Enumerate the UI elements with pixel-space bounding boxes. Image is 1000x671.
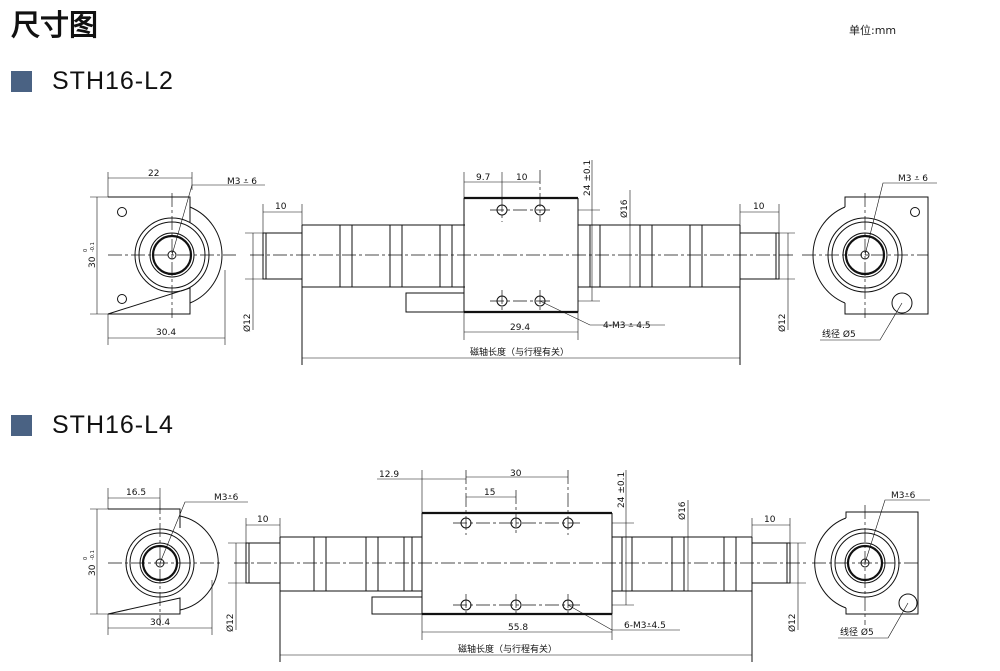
dimension-label: M3⩡6 (214, 493, 239, 503)
dimension-label: 30.4 (156, 328, 176, 338)
dimension-label: M3 ⩡ 6 (227, 177, 257, 187)
right-end-view: M3 ⩡ 6 线径 Ø5 (802, 174, 937, 341)
dimension-label: 16.5 (126, 488, 146, 498)
dimension-label: 55.8 (508, 623, 528, 633)
section-header-l4: STH16-L4 (11, 411, 174, 440)
section-header-l2: STH16-L2 (11, 67, 174, 96)
dimension-label: -0.1 (90, 242, 96, 252)
dimension-label: 15 (484, 488, 495, 498)
left-end-view: 22 30.4 M3 ⩡ 6 30 0 -0.1 (83, 169, 265, 345)
dimension-label: M3⩡6 (891, 491, 916, 501)
model-name: STH16-L2 (52, 67, 174, 95)
dimension-label: Ø12 (777, 313, 788, 332)
dimension-label: Ø12 (787, 613, 798, 632)
unit-label: 单位:mm (849, 24, 897, 37)
model-name: STH16-L4 (52, 411, 174, 439)
dimension-label: -0.1 (90, 550, 96, 560)
dimension-label: 线径 Ø5 (822, 328, 856, 340)
dimension-label: 0 (83, 249, 89, 252)
dimension-label: 10 (516, 173, 528, 183)
page-title: 尺寸图 (11, 8, 99, 42)
dimension-label: 29.4 (510, 323, 530, 333)
dimension-label: Ø16 (619, 199, 630, 218)
dimension-label: 磁轴长度（与行程有关） (470, 346, 569, 358)
dimension-label: Ø12 (225, 613, 236, 632)
dimension-label: 10 (275, 202, 287, 212)
side-view: 12.9 10 30 15 55.8 磁轴长度（与行程有关） 6-M3⩡4.5 … (225, 469, 808, 662)
dimension-label: 4-M3 ⩡ 4.5 (603, 321, 651, 331)
section-marker-icon (11, 415, 32, 436)
dimension-label: 30 (88, 256, 98, 268)
dimension-label: 24 ±0.1 (617, 472, 627, 508)
dimension-label: M3 ⩡ 6 (898, 174, 928, 184)
dimension-label: 22 (148, 169, 159, 179)
right-end-view: M3⩡6 线径 Ø5 (812, 491, 930, 639)
dimension-label: Ø16 (677, 501, 688, 520)
dimension-label: 9.7 (476, 173, 490, 183)
dimension-label: Ø12 (242, 313, 253, 332)
side-view: 10 9.7 10 29.4 磁轴长度（与行程有关） 4-M3 ⩡ 4.5 10… (242, 160, 795, 365)
drawing-sth16-l2: 22 30.4 M3 ⩡ 6 30 0 -0.1 10 9.7 10 29.4 … (83, 160, 937, 365)
dimension-label: 10 (753, 202, 765, 212)
dimension-label: 30 (88, 564, 98, 576)
dimension-label: 0 (83, 557, 89, 560)
section-marker-icon (11, 71, 32, 92)
dimension-label: 30 (510, 469, 522, 479)
dimension-label: 线径 Ø5 (840, 626, 874, 638)
dimension-label: 10 (764, 515, 776, 525)
dimension-label: 10 (257, 515, 269, 525)
left-end-view: 16.5 30.4 M3⩡6 30 0 -0.1 (83, 488, 248, 635)
dimension-label: 30.4 (150, 618, 170, 628)
dimension-label: 磁轴长度（与行程有关） (458, 643, 557, 655)
dimension-label: 24 ±0.1 (583, 160, 593, 196)
dimension-label: 12.9 (379, 470, 399, 480)
dimension-label: 6-M3⩡4.5 (624, 621, 666, 631)
drawing-sth16-l4: 16.5 30.4 M3⩡6 30 0 -0.1 12.9 10 30 15 5… (83, 469, 930, 662)
